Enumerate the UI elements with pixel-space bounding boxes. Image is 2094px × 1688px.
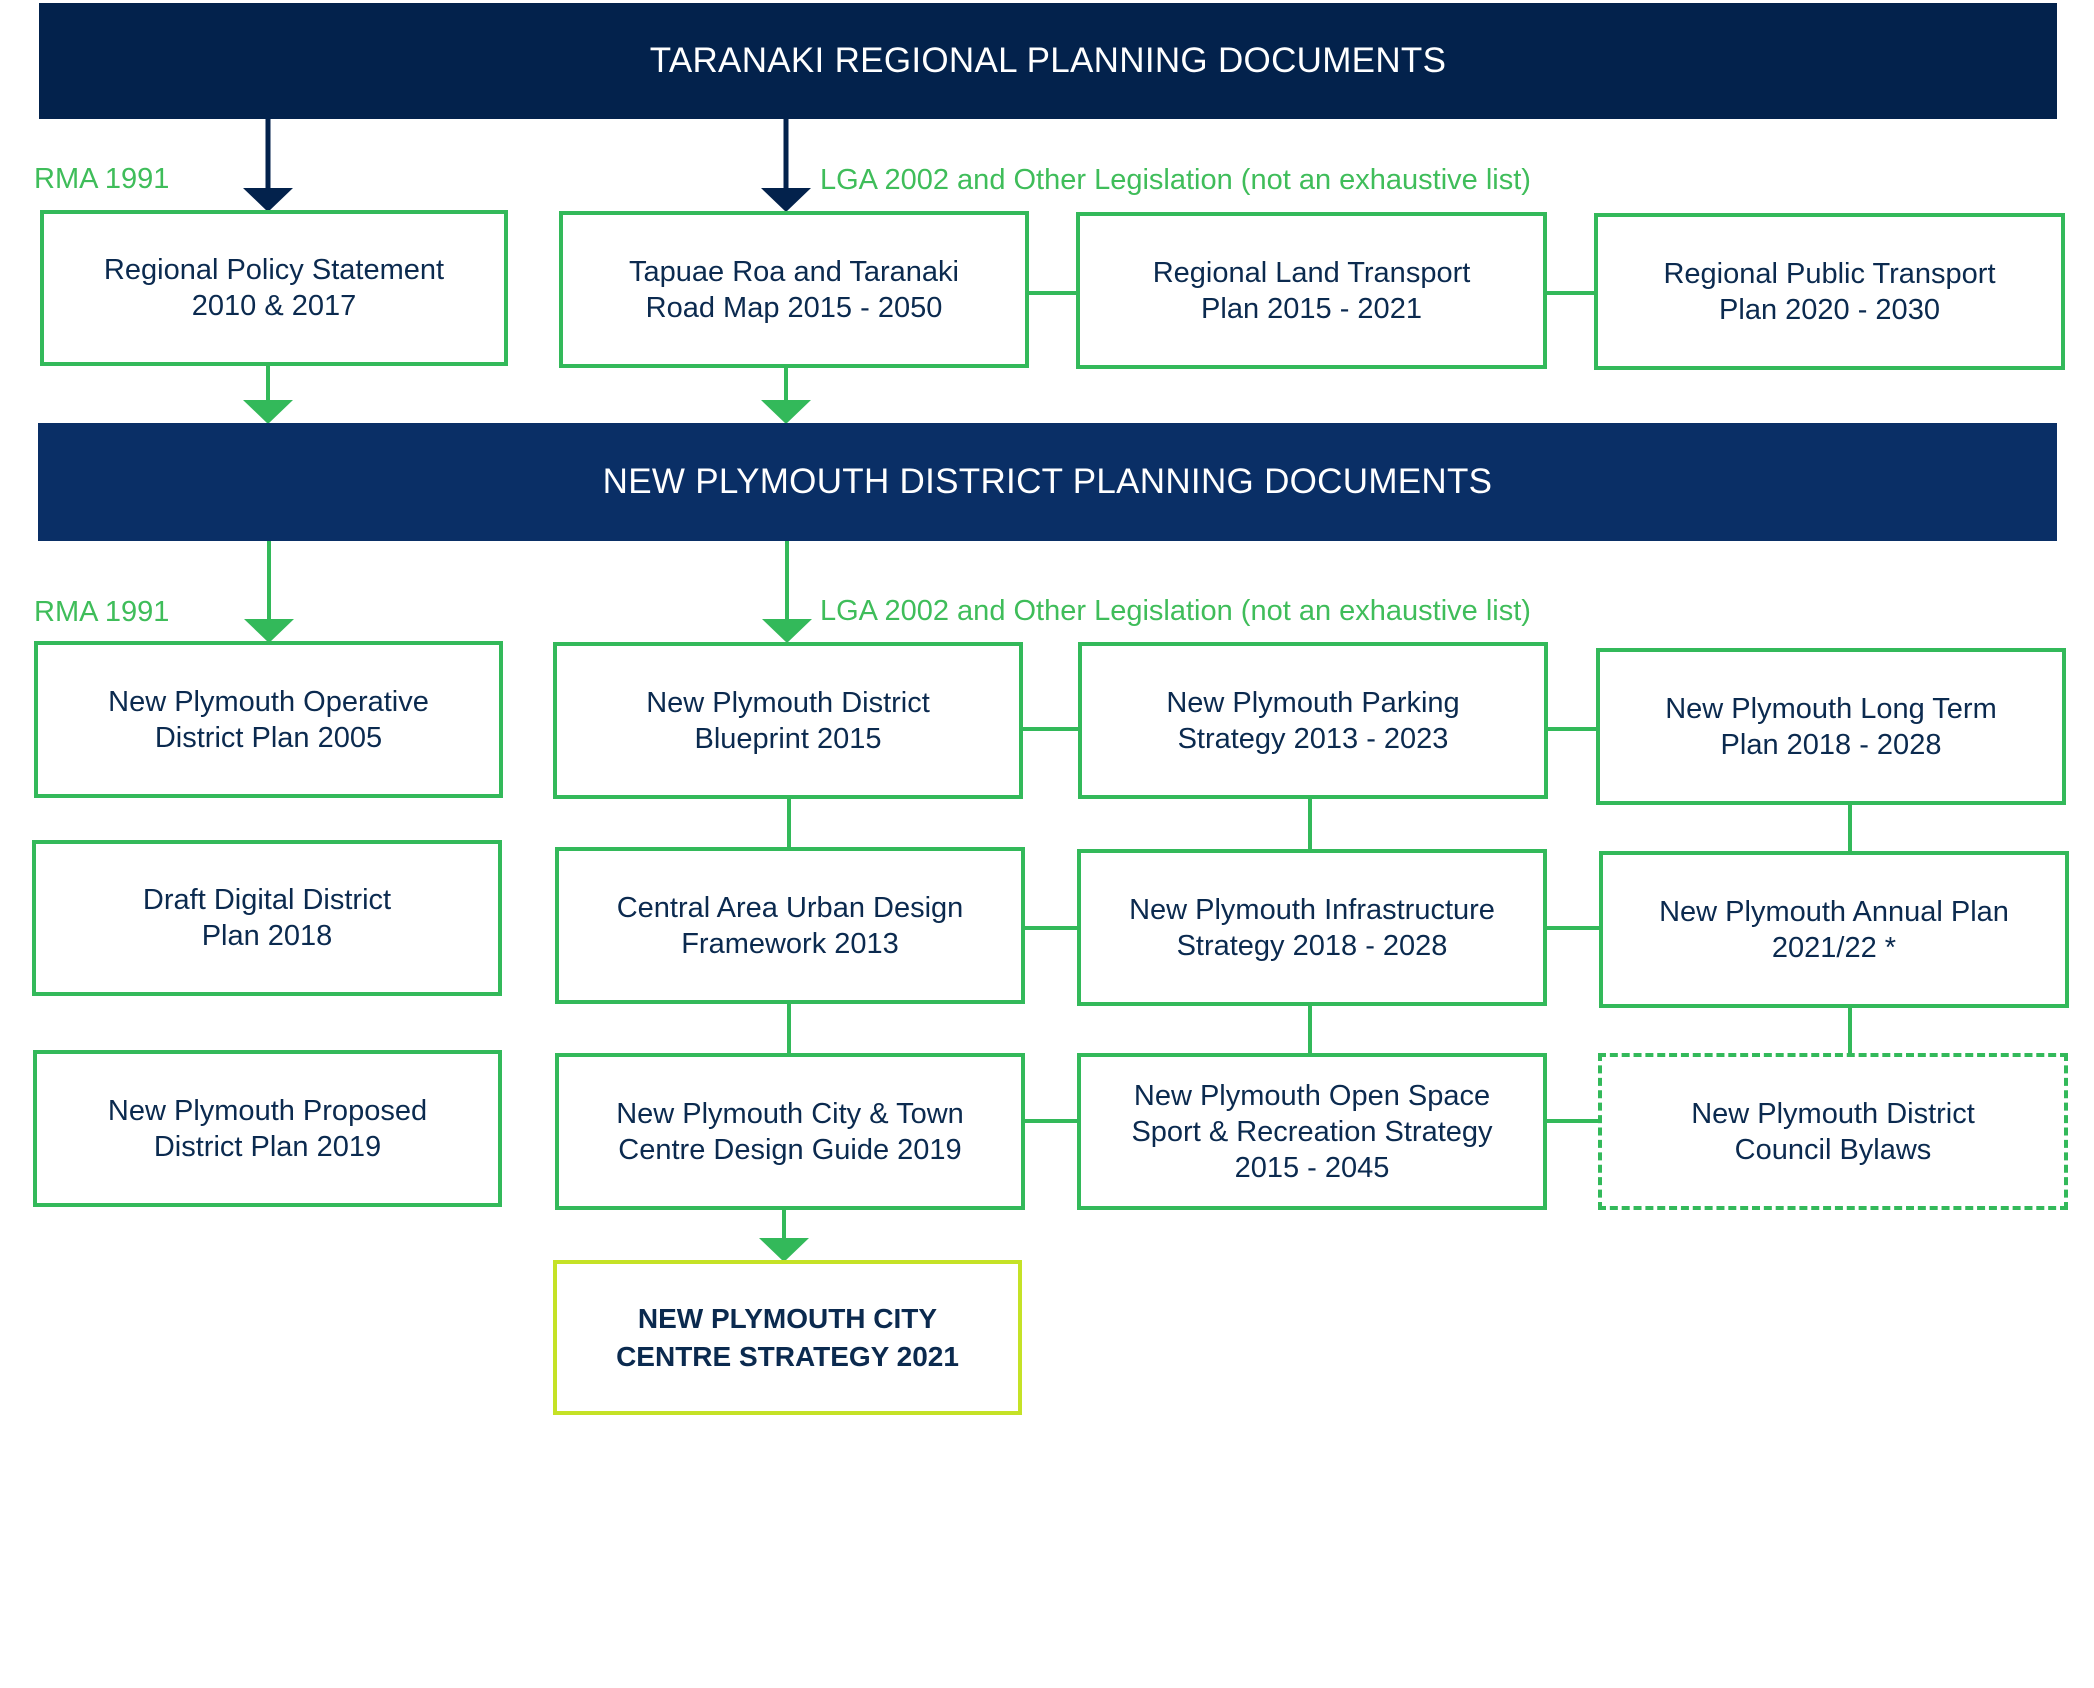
- box-line: New Plymouth City & Town: [616, 1097, 964, 1130]
- box-line: Plan 2015 - 2021: [1201, 292, 1422, 325]
- tapuae-roa-box: Tapuae Roa and Taranaki Road Map 2015 - …: [559, 211, 1029, 368]
- box-line: Road Map 2015 - 2050: [645, 291, 943, 324]
- box-line: District Plan 2005: [154, 721, 383, 754]
- parking-strategy-box: New Plymouth Parking Strategy 2013 - 202…: [1078, 642, 1548, 799]
- urban-design-framework-box: Central Area Urban Design Framework 2013: [555, 847, 1025, 1004]
- box-line: 2010 & 2017: [191, 290, 357, 322]
- box-line: Plan 2018 - 2028: [1720, 728, 1942, 761]
- arrow-head: [762, 619, 812, 643]
- centre-design-guide-box: New Plymouth City & Town Centre Design G…: [555, 1053, 1025, 1210]
- box-line: New Plymouth Annual Plan: [1659, 895, 2009, 928]
- regional-policy-statement-box: Regional Policy Statement 2010 & 2017: [40, 210, 508, 366]
- box-line: New Plymouth District: [1691, 1097, 1975, 1130]
- box-line: Regional Land Transport: [1152, 256, 1471, 289]
- district-banner-title: NEW PLYMOUTH DISTRICT PLANNING DOCUMENTS: [602, 462, 1493, 501]
- operative-district-plan-box: New Plymouth Operative District Plan 200…: [34, 641, 503, 798]
- arrow-head: [759, 1238, 809, 1262]
- regional-land-transport-box: Regional Land Transport Plan 2015 - 2021: [1076, 212, 1547, 369]
- box-line: New Plymouth Proposed: [107, 1094, 428, 1127]
- council-bylaws-box: New Plymouth District Council Bylaws: [1598, 1053, 2068, 1210]
- box-line: New Plymouth Parking: [1166, 686, 1460, 719]
- district-rma-label: RMA 1991: [34, 596, 170, 628]
- box-line: Regional Policy Statement: [103, 254, 445, 286]
- arrow-head: [243, 400, 293, 424]
- annual-plan-box: New Plymouth Annual Plan 2021/22 *: [1599, 851, 2069, 1008]
- district-banner: NEW PLYMOUTH DISTRICT PLANNING DOCUMENTS: [38, 423, 2057, 541]
- arrow-head: [244, 619, 294, 643]
- draft-digital-plan-box: Draft Digital District Plan 2018: [32, 840, 502, 996]
- box-line: Sport & Recreation Strategy: [1131, 1115, 1493, 1148]
- box-line: Plan 2018: [201, 920, 333, 952]
- box-line: Blueprint 2015: [694, 722, 882, 755]
- arrow-head: [761, 188, 811, 212]
- box-line: Plan 2020 - 2030: [1719, 293, 1940, 326]
- long-term-plan-box: New Plymouth Long Term Plan 2018 - 2028: [1596, 648, 2066, 805]
- regional-lga-label: LGA 2002 and Other Legislation (not an e…: [820, 164, 1531, 196]
- box-line: District Plan 2019: [153, 1130, 382, 1163]
- box-line: New Plymouth Long Term: [1665, 692, 1997, 725]
- arrow-head: [761, 400, 811, 424]
- regional-rma-label: RMA 1991: [34, 163, 170, 195]
- city-centre-strategy-box: NEW PLYMOUTH CITY CENTRE STRATEGY 2021: [553, 1260, 1022, 1415]
- box-line: New Plymouth Infrastructure: [1129, 893, 1495, 926]
- regional-public-transport-box: Regional Public Transport Plan 2020 - 20…: [1594, 213, 2065, 370]
- open-space-strategy-box: New Plymouth Open Space Sport & Recreati…: [1077, 1053, 1547, 1210]
- box-line: Central Area Urban Design: [616, 891, 964, 924]
- box-line: Framework 2013: [681, 927, 899, 960]
- box-line: New Plymouth Operative: [108, 685, 429, 718]
- box-line: 2015 - 2045: [1234, 1151, 1390, 1184]
- box-line: CENTRE STRATEGY 2021: [616, 1340, 959, 1372]
- box-line: New Plymouth District: [646, 686, 930, 719]
- box-line: Draft Digital District: [142, 884, 392, 916]
- infrastructure-strategy-box: New Plymouth Infrastructure Strategy 201…: [1077, 849, 1547, 1006]
- regional-banner: TARANAKI REGIONAL PLANNING DOCUMENTS: [39, 3, 2057, 119]
- box-line: 2021/22 *: [1771, 931, 1897, 964]
- proposed-district-plan-box: New Plymouth Proposed District Plan 2019: [33, 1050, 502, 1207]
- box-line: Council Bylaws: [1734, 1133, 1932, 1166]
- box-line: NEW PLYMOUTH CITY: [637, 1302, 938, 1334]
- box-line: Regional Public Transport: [1663, 257, 1996, 290]
- regional-banner-title: TARANAKI REGIONAL PLANNING DOCUMENTS: [649, 41, 1447, 80]
- arrow-head: [243, 188, 293, 212]
- box-line: Strategy 2018 - 2028: [1176, 929, 1448, 962]
- district-lga-label: LGA 2002 and Other Legislation (not an e…: [820, 595, 1531, 627]
- box-line: New Plymouth Open Space: [1133, 1079, 1491, 1112]
- box-line: Strategy 2013 - 2023: [1177, 722, 1449, 755]
- district-blueprint-box: New Plymouth District Blueprint 2015: [553, 642, 1023, 799]
- box-line: Centre Design Guide 2019: [618, 1133, 962, 1166]
- box-line: Tapuae Roa and Taranaki: [629, 255, 959, 288]
